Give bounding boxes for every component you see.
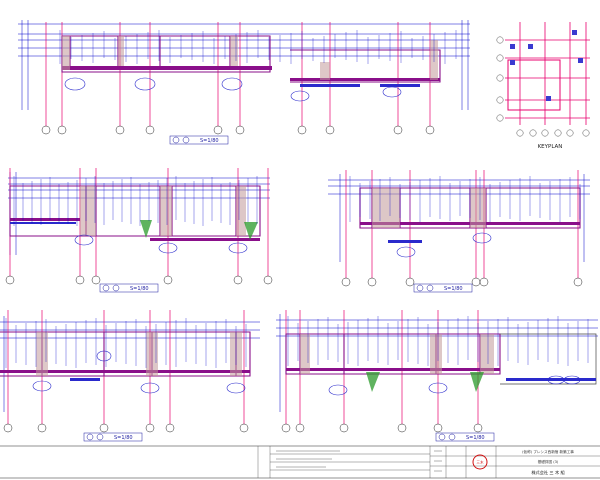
section-scale-5: S=1/80 (466, 435, 485, 441)
section-view-1: S=1/80 (18, 20, 470, 145)
section-caption-3: S=1/80 (413, 283, 473, 293)
svg-text:三木: 三木 (476, 460, 484, 465)
section-scale-1: S=1/80 (200, 138, 219, 144)
section-view-2: S=1/80 (5, 168, 273, 293)
contractor-name: 株式会社 三 木 組 (531, 469, 564, 476)
section-scale-3: S=1/80 (444, 286, 463, 292)
dimension-lines (5, 30, 589, 368)
section-scale-2: S=1/80 (130, 286, 149, 292)
section-view-5: S=1/80 (276, 310, 598, 442)
section-caption-2: S=1/80 (99, 283, 159, 293)
section-caption-4: S=1/80 (83, 432, 143, 442)
drawing-title: 基礎詳図 (3) (538, 459, 559, 464)
section-caption-1: S=1/80 (169, 135, 229, 145)
title-block: 三木 (仮称) ブレシス西新宿 新築工事 基礎詳図 (3) 株式会社 三 木 組 (0, 445, 600, 479)
section-caption-5: S=1/80 (435, 432, 495, 442)
keyplan: KEYPLAN (496, 22, 590, 150)
project-name: (仮称) ブレシス西新宿 新築工事 (522, 449, 574, 454)
keyplan-label: KEYPLAN (538, 144, 563, 150)
section-view-4: S=1/80 (0, 310, 260, 442)
section-scale-4: S=1/80 (114, 435, 133, 441)
company-seal (472, 454, 488, 470)
